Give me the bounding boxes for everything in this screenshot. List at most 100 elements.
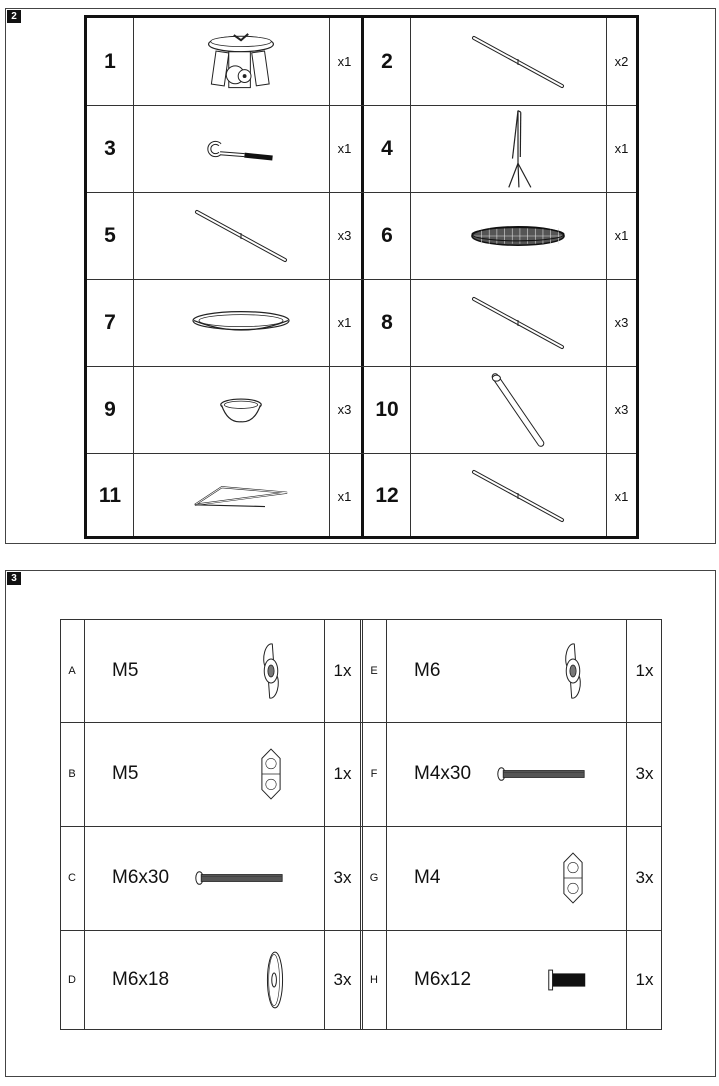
part-number: 8 [381, 310, 393, 334]
wing-nut-icon [263, 642, 279, 699]
bolt-icon [195, 871, 283, 885]
washer-icon [266, 951, 284, 1009]
part-quantity: x1 [614, 141, 629, 156]
parts-row-divider [87, 279, 636, 280]
hardware-size: M6 [414, 659, 441, 681]
rod-icon [472, 470, 564, 522]
hardware-quantity: 3x [333, 868, 352, 887]
part-quantity: x3 [614, 315, 629, 330]
parts-column-divider [133, 18, 134, 536]
hardware-row: C M6x30 3x [60, 826, 361, 930]
hardware-size: M6x18 [112, 969, 170, 990]
part-number: 2 [381, 49, 393, 73]
hardware-table-line [60, 619, 662, 620]
hardware-table-line [60, 930, 662, 931]
grill-grate-icon [471, 225, 565, 246]
part-quantity: x2 [614, 54, 629, 69]
wing-nut-icon [565, 642, 581, 699]
part-quantity: x3 [614, 402, 629, 417]
hardware-table-line [324, 619, 325, 1030]
part-number: 9 [104, 397, 116, 421]
part-number: 10 [375, 397, 399, 421]
part-row: 8 x3 [364, 279, 637, 366]
parts-column-divider [329, 18, 330, 536]
parts-row-divider [87, 192, 636, 193]
section-badge-parts: 2 [7, 10, 21, 23]
hardware-table-line [626, 619, 627, 1030]
part-row: 3 x1 [87, 105, 360, 192]
hardware-size: M5 [112, 763, 139, 784]
hardware-letter: C [68, 872, 76, 884]
part-number: 1 [104, 49, 116, 73]
part-row: 7 x1 [87, 279, 360, 366]
hardware-size: M5 [112, 659, 139, 681]
hardware-section-frame [5, 570, 716, 1077]
part-quantity: x1 [614, 228, 629, 243]
hardware-quantity: 3x [635, 868, 654, 887]
hardware-size: M6x30 [112, 867, 170, 888]
hardware-row: F M4x30 3x [362, 722, 663, 826]
hardware-table-line [661, 619, 662, 1030]
part-row: 12 x1 [364, 453, 637, 539]
parts-row-divider [87, 366, 636, 367]
parts-column-divider [410, 18, 411, 536]
rod-icon [195, 209, 287, 262]
hardware-letter: E [370, 664, 378, 677]
hardware-quantity: 1x [333, 764, 352, 783]
hardware-letter: G [369, 872, 379, 884]
part-row: 2 x2 [364, 18, 637, 105]
part-row: 5 x3 [87, 192, 360, 279]
part-number: 5 [104, 223, 116, 247]
hardware-table-line [60, 619, 61, 1030]
hardware-quantity: 3x [333, 970, 352, 989]
part-row: 9 x3 [87, 366, 360, 453]
part-number: 3 [104, 136, 116, 160]
part-number: 7 [104, 310, 116, 334]
hardware-table-line [60, 826, 662, 827]
hardware-table-line [84, 619, 85, 1030]
triangle-brace-icon [194, 486, 288, 508]
shallow-tray-icon [192, 310, 290, 331]
tripod-icon [508, 109, 532, 188]
parts-row-divider [87, 105, 636, 106]
part-quantity: x1 [337, 488, 352, 504]
part-quantity: x3 [337, 228, 352, 243]
hardware-quantity: 1x [635, 970, 654, 989]
part-quantity: x1 [337, 54, 352, 69]
rod-icon [472, 35, 564, 88]
tube-leg-icon [491, 372, 545, 447]
bowl-with-brackets-icon [207, 32, 275, 88]
hex-nut-icon [563, 852, 583, 904]
rod-icon [472, 296, 564, 349]
short-bolt-icon [548, 969, 586, 991]
part-number: 12 [375, 484, 399, 507]
part-quantity: x3 [337, 402, 352, 417]
part-quantity: x1 [337, 315, 352, 330]
hardware-quantity: 1x [333, 660, 352, 680]
bolt-icon [497, 767, 585, 781]
hardware-table-line [362, 619, 363, 1030]
hardware-size: M6x12 [414, 969, 472, 990]
hardware-row: D M6x18 3x [60, 930, 361, 1030]
parts-table-divider [361, 18, 364, 536]
hardware-quantity: 3x [635, 764, 654, 783]
hardware-letter: F [370, 768, 378, 780]
part-row: 1 x1 [87, 18, 360, 105]
part-row: 10 x3 [364, 366, 637, 453]
hardware-letter: D [68, 974, 76, 986]
hardware-table-line [60, 722, 662, 723]
hardware-table-line [60, 1029, 662, 1030]
hardware-table-line [386, 619, 387, 1030]
hook-icon [207, 140, 273, 160]
hardware-size: M4x30 [414, 763, 472, 784]
hardware-table-line [360, 619, 361, 1030]
hex-nut-icon [261, 748, 281, 800]
parts-row-divider [87, 453, 636, 454]
